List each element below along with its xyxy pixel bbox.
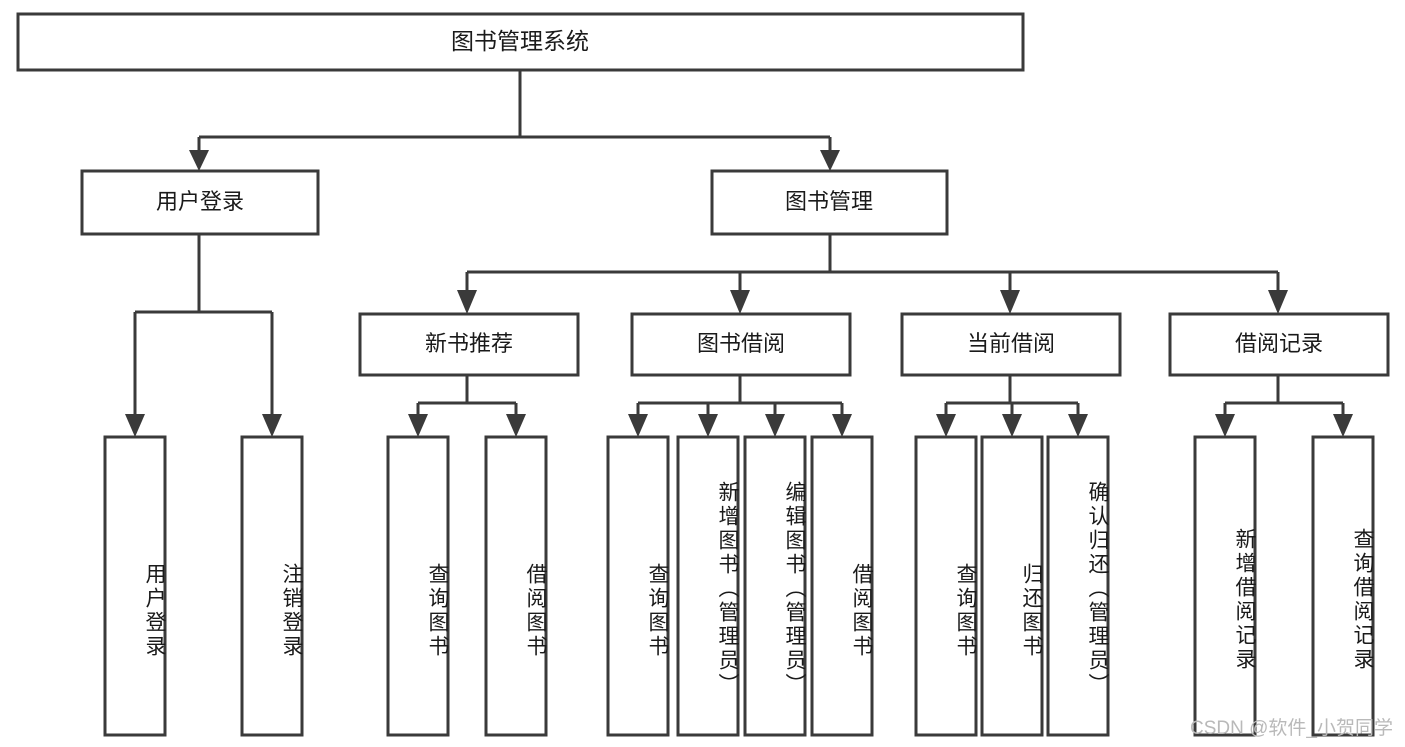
arrow-head-leaf-edit-book xyxy=(765,414,785,437)
node-leaf-logout-box[interactable] xyxy=(240,435,304,737)
node-new-book-rec[interactable]: 新书推荐 xyxy=(358,312,580,377)
connector-group-book-manage xyxy=(457,234,1288,314)
node-current-borrow-box[interactable] xyxy=(900,312,1122,377)
node-root-box[interactable] xyxy=(16,12,1025,72)
arrow-head-leaf-query-book-borrow xyxy=(628,414,648,437)
arrow-head-book-manage xyxy=(820,150,840,171)
leaf-boxes xyxy=(103,435,1375,737)
connector-group-current-borrow xyxy=(936,375,1088,437)
node-root[interactable]: 图书管理系统 xyxy=(16,12,1025,72)
node-current-borrow-label: 当前借阅 xyxy=(967,331,1055,356)
arrow-head-current-borrow xyxy=(1000,290,1020,314)
arrow-head-leaf-add-record xyxy=(1215,414,1235,437)
node-user-login-label: 用户登录 xyxy=(156,189,244,214)
connector-group-user-login xyxy=(125,234,282,437)
node-book-manage[interactable]: 图书管理 xyxy=(710,169,949,236)
arrow-head-leaf-query-book-rec xyxy=(408,414,428,437)
arrow-head-leaf-user-login xyxy=(125,414,145,437)
connector-group-borrow-record xyxy=(1215,375,1353,437)
arrow-head-leaf-borrow-book-rec xyxy=(506,414,526,437)
node-leaf-add-book-box[interactable] xyxy=(676,435,740,737)
arrow-head-leaf-query-record xyxy=(1333,414,1353,437)
connector-group-book-borrow xyxy=(628,375,852,437)
node-leaf-borrow-book-rec-box[interactable] xyxy=(484,435,548,737)
node-root-label: 图书管理系统 xyxy=(451,28,589,54)
node-new-book-rec-box[interactable] xyxy=(358,312,580,377)
arrow-head-leaf-add-book xyxy=(698,414,718,437)
node-leaf-edit-book-box[interactable] xyxy=(743,435,807,737)
node-user-login[interactable]: 用户登录 xyxy=(80,169,320,236)
arrow-head-user-login xyxy=(189,150,209,171)
node-book-borrow-box[interactable] xyxy=(630,312,852,377)
csdn-watermark: CSDN @软件_小贺同学 xyxy=(1190,718,1393,739)
node-book-borrow[interactable]: 图书借阅 xyxy=(630,312,852,377)
node-borrow-record-label: 借阅记录 xyxy=(1235,331,1323,356)
node-borrow-record-box[interactable] xyxy=(1168,312,1390,377)
node-book-borrow-label: 图书借阅 xyxy=(697,331,785,356)
node-current-borrow[interactable]: 当前借阅 xyxy=(900,312,1122,377)
connector-group-root xyxy=(189,70,840,171)
node-new-book-rec-label: 新书推荐 xyxy=(425,331,513,356)
node-leaf-query-book-rec-box[interactable] xyxy=(386,435,450,737)
node-leaf-borrow-book-box[interactable] xyxy=(810,435,874,737)
arrow-head-leaf-return-book xyxy=(1002,414,1022,437)
arrow-head-borrow-record xyxy=(1268,290,1288,314)
node-leaf-query-book-borrow-box[interactable] xyxy=(606,435,670,737)
arrow-head-leaf-confirm-return xyxy=(1068,414,1088,437)
node-book-manage-label: 图书管理 xyxy=(785,189,873,214)
connector-group-new-book-rec xyxy=(408,375,526,437)
node-user-login-box[interactable] xyxy=(80,169,320,236)
arrow-head-leaf-logout xyxy=(262,414,282,437)
node-borrow-record[interactable]: 借阅记录 xyxy=(1168,312,1390,377)
node-leaf-confirm-return-box[interactable] xyxy=(1046,435,1110,737)
node-leaf-return-book-box[interactable] xyxy=(980,435,1044,737)
node-leaf-user-login-box[interactable] xyxy=(103,435,167,737)
arrow-head-book-borrow xyxy=(730,290,750,314)
node-leaf-query-record-box[interactable] xyxy=(1311,435,1375,737)
arrow-head-leaf-query-book-current xyxy=(936,414,956,437)
node-book-manage-box[interactable] xyxy=(710,169,949,236)
node-leaf-add-record-box[interactable] xyxy=(1193,435,1257,737)
node-leaf-query-book-current-box[interactable] xyxy=(914,435,978,737)
arrow-head-leaf-borrow-book xyxy=(832,414,852,437)
arrow-head-new-book-rec xyxy=(457,290,477,314)
